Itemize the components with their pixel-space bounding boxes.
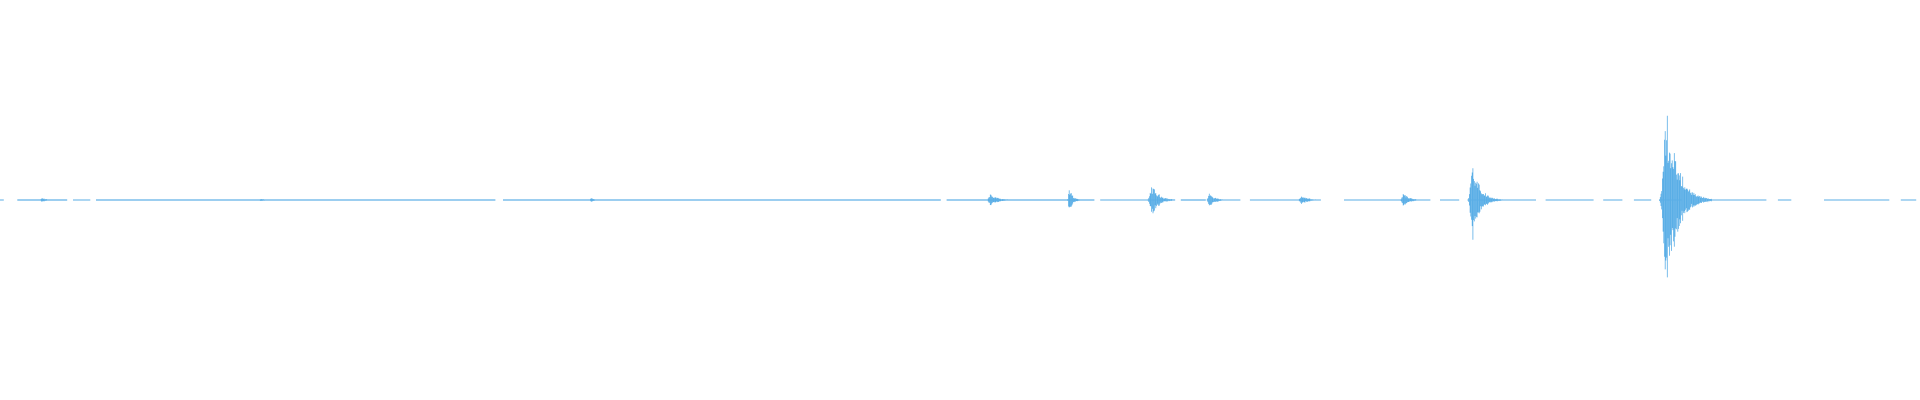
waveform-segment	[1545, 199, 1594, 201]
waveform-burst	[987, 194, 1008, 206]
waveform-segment	[1633, 199, 1652, 201]
waveform-segment	[503, 199, 941, 201]
waveform-segment	[1824, 199, 1890, 201]
waveform-burst	[259, 199, 265, 201]
waveform-segment	[73, 199, 91, 201]
waveform-burst	[1298, 196, 1316, 204]
waveform-segment	[1603, 199, 1623, 201]
waveform-segment	[0, 199, 4, 201]
waveform-burst	[1400, 194, 1417, 206]
waveform-burst	[1206, 193, 1223, 206]
waveform-segment	[1180, 199, 1206, 201]
waveform-segment	[1900, 199, 1917, 201]
waveform-burst	[1467, 168, 1503, 240]
waveform-segment	[1249, 199, 1321, 201]
waveform-segment	[1215, 199, 1241, 201]
waveform-segment	[1344, 199, 1431, 201]
waveform-segment	[96, 199, 496, 201]
waveform-burst	[1659, 115, 1712, 278]
waveform-burst	[40, 198, 48, 202]
waveform-segment	[946, 199, 1095, 201]
waveform-segment	[1708, 199, 1767, 201]
waveform-burst	[1067, 190, 1080, 208]
waveform-track	[0, 115, 1917, 278]
waveform-segment	[1100, 199, 1176, 201]
waveform-burst	[590, 198, 596, 202]
waveform-segment	[1440, 199, 1460, 201]
waveform-burst	[1147, 187, 1176, 214]
waveform-segment	[1470, 199, 1536, 201]
waveform-segment	[1777, 199, 1792, 201]
